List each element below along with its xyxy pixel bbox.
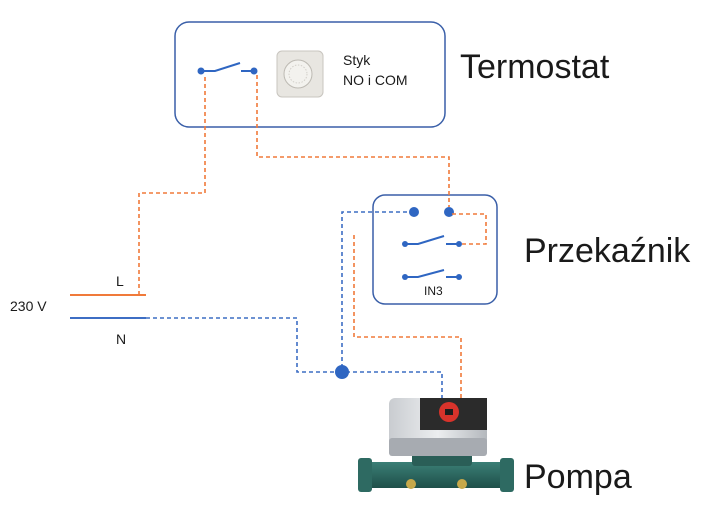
relay-terminals: [402, 207, 462, 280]
thermostat-switch-contact: [197, 62, 258, 75]
neutral-wiring: [146, 211, 443, 398]
thermostat-contact-line1: Styk: [343, 52, 371, 68]
neutral-junction-node: [335, 365, 349, 379]
relay-box: [372, 194, 498, 305]
relay-input-label: IN3: [424, 284, 443, 298]
thermostat-title: Termostat: [460, 48, 610, 86]
thermostat-contact-line2: NO i COM: [343, 72, 408, 88]
supply-live-label: L: [116, 273, 124, 289]
supply-neutral-label: N: [116, 331, 127, 347]
thermostat-device-icon: [276, 50, 324, 98]
supply-voltage-label: 230 V: [10, 298, 47, 314]
pump-title: Pompa: [524, 458, 632, 496]
pump-icon: [358, 398, 514, 492]
thermostat-contact-label: Styk NO i COM: [343, 50, 408, 90]
thermostat-box: [174, 21, 446, 128]
live-wiring: [138, 75, 487, 398]
relay-title: Przekaźnik: [524, 232, 691, 270]
